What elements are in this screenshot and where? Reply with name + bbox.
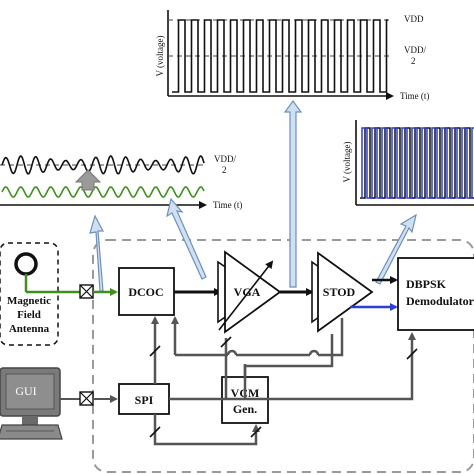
top-plot-y-label: V (voltage)	[155, 35, 165, 76]
wire-crossing-hops	[226, 349, 320, 356]
top-plot-vdd-half-label-2: 2	[411, 56, 416, 66]
gray-amplify-arrow	[74, 169, 102, 191]
top-plot-x-label: Time (t)	[400, 91, 429, 101]
vga-gain-arrow-icon	[218, 260, 274, 331]
dcoc-block	[118, 267, 175, 316]
magnetic-field-antenna: Magnetic Field Antenna	[0, 242, 59, 346]
left-green-waveform	[1, 186, 205, 198]
left-plot-x-label: Time (t)	[213, 200, 242, 210]
control-bus	[151, 316, 416, 446]
vcm-label-line2: Gen.	[233, 402, 257, 416]
right-waveform-plot: V (voltage)	[342, 120, 474, 206]
spi-label: SPI	[135, 393, 154, 407]
antenna-label-line3: Antenna	[9, 323, 50, 335]
stod-label: STOD	[323, 285, 356, 299]
bus-width-slashes	[149, 336, 418, 438]
gui-label: GUI	[15, 384, 36, 398]
top-waveform-plot: V (voltage) Time (t) VDD VDD/ 2	[155, 10, 429, 101]
left-plot-vdd-half-label-1: VDD/	[214, 154, 236, 164]
callout-right-plot	[375, 213, 417, 285]
left-plot-vdd-half-label-2: 2	[222, 165, 227, 175]
antenna-label-line2: Field	[17, 309, 41, 321]
gui-monitor-icon: GUI	[0, 367, 63, 440]
antenna-label-line1: Magnetic	[7, 295, 51, 307]
antenna-pad-icon	[79, 284, 94, 299]
callout-arrows	[89, 99, 417, 292]
stod-comparator: STOD	[311, 251, 374, 333]
dbpsk-demodulator-block	[397, 257, 474, 331]
spi-block	[118, 383, 170, 415]
antenna-coil-icon	[14, 252, 38, 276]
left-waveform-plot: VDD/ 2 Time (t)	[0, 154, 242, 210]
callout-left-plot-2	[166, 197, 207, 280]
demod-label-line1: DBPSK	[406, 277, 447, 291]
dcoc-label: DCOC	[128, 285, 163, 299]
top-plot-vdd-label: VDD	[404, 14, 424, 24]
top-plot-vdd-half-label-1: VDD/	[404, 45, 426, 55]
callout-top-plot	[283, 99, 303, 288]
callout-left-plot-1	[89, 214, 104, 292]
vga-amplifier: VGA	[217, 250, 282, 334]
top-digital-waveform	[172, 19, 388, 93]
right-blue-waveform	[361, 127, 474, 199]
demod-label-line2: Demodulator	[406, 294, 474, 308]
gui-pad-icon	[79, 391, 94, 406]
vga-label: VGA	[234, 285, 261, 299]
left-black-waveform	[1, 155, 205, 175]
right-plot-y-label: V (voltage)	[342, 141, 352, 182]
